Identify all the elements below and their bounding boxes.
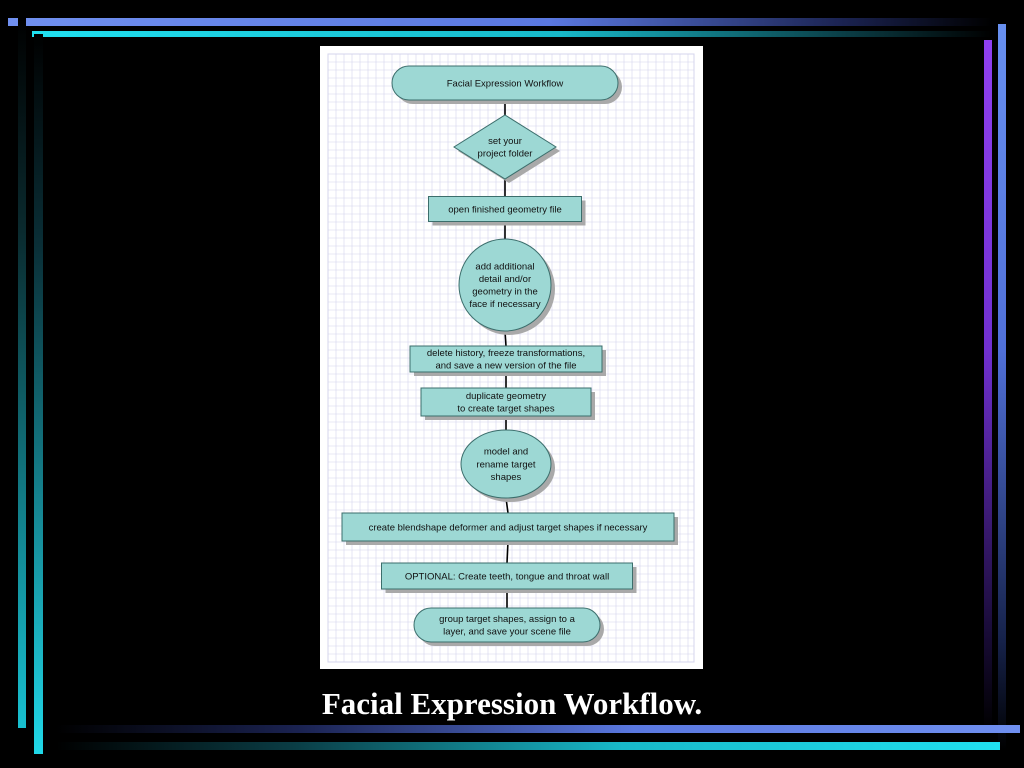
node-label: delete history, freeze transformations, (427, 348, 585, 359)
node-shape-process (420, 387, 592, 417)
node-shape-process (381, 562, 633, 590)
node-label: duplicate geometry (466, 391, 547, 402)
flowchart-figure: Facial Expression Workflow set your projec… (320, 46, 703, 669)
decorative-bar-bottom-cyan (56, 742, 1000, 750)
decorative-bar-bottom-blue (56, 725, 1020, 733)
decorative-bar-left-outer (18, 18, 26, 728)
node-label: and save a new version of the file (435, 361, 576, 372)
node-label: to create target shapes (457, 404, 554, 415)
node-label: layer, and save your scene file (443, 627, 571, 638)
decorative-bar-left-inner (34, 34, 43, 754)
decorative-bar-right-purple (984, 40, 992, 730)
decorative-bar-top-blue (8, 18, 992, 26)
node-label: detail and/or (479, 274, 531, 285)
flowchart-canvas: Facial Expression Workflow set your projec… (327, 53, 695, 663)
node-shape-process (409, 345, 603, 373)
node-label: OPTIONAL: Create teeth, tongue and throa… (405, 571, 609, 582)
node-label: face if necessary (469, 299, 541, 310)
node-label: create blendshape deformer and adjust ta… (369, 522, 648, 533)
node-label: rename target (476, 459, 536, 470)
node-label: group target shapes, assign to a (439, 614, 575, 625)
flow-node-title: Facial Expression Workflow (391, 65, 622, 104)
flow-node-duplicate: duplicate geometry to create target shape… (420, 387, 595, 420)
node-shape-terminator (391, 65, 619, 101)
slide-caption: Facial Expression Workflow. (321, 686, 703, 721)
flow-node-detail: add additional detail and/or geometry in t… (458, 238, 555, 335)
decorative-bar-right-blue (998, 24, 1006, 750)
node-label: add additional (475, 261, 534, 272)
flow-node-blendshape: create blendshape deformer and adjust ta… (341, 512, 678, 545)
flow-node-project: set your project folder (453, 114, 560, 183)
node-label: project folder (478, 149, 533, 160)
node-label: shapes (491, 472, 522, 483)
decorative-bar-top-cyan (32, 31, 992, 37)
flow-node-optional: OPTIONAL: Create teeth, tongue and throa… (381, 562, 637, 593)
node-shape-process (341, 512, 675, 542)
node-label: Facial Expression Workflow (447, 78, 564, 89)
node-shape-circle (460, 429, 552, 499)
flow-node-group: group target shapes, assign to a layer, a… (413, 607, 604, 646)
flow-node-history: delete history, freeze transformations, a… (409, 345, 606, 376)
node-label: model and (484, 447, 528, 458)
node-shape-diamond (453, 114, 557, 180)
node-label: set your (488, 136, 522, 147)
node-shape-circle (458, 238, 552, 332)
flow-node-open: open finished geometry file (428, 196, 586, 226)
node-label: open finished geometry file (448, 204, 562, 215)
node-shape-terminator (413, 607, 601, 643)
node-shape-process (428, 196, 582, 222)
node-label: geometry in the (472, 287, 537, 298)
